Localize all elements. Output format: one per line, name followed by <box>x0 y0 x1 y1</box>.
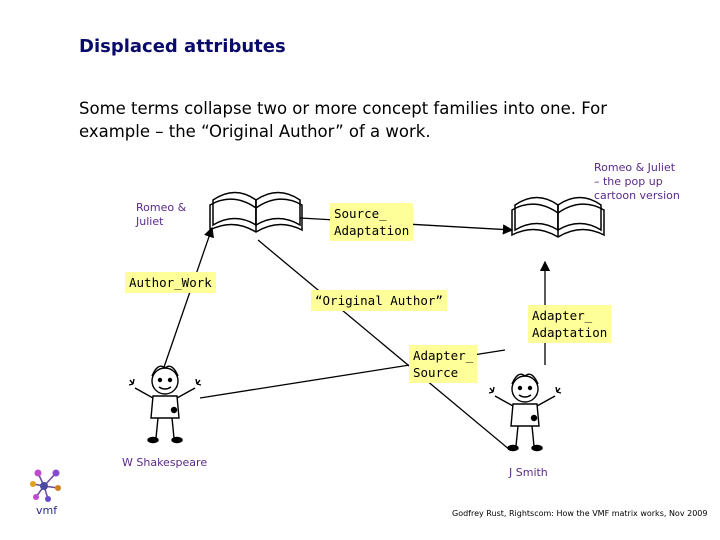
book-icon-left <box>209 191 303 233</box>
line-shakespeare-to-book-left <box>162 226 214 371</box>
slide-title: Displaced attributes <box>79 36 286 57</box>
label-romeo-juliet-cartoon: Romeo & Juliet – the pop up cartoon vers… <box>594 161 680 202</box>
box-adapter-source: Adapter_ Source <box>409 345 478 383</box>
intro-text: Some terms collapse two or more concept … <box>79 99 607 141</box>
footer-credit: Godfrey Rust, Rightscom: How the VMF mat… <box>452 509 708 518</box>
box-adapter-adaptation: Adapter_ Adaptation <box>528 305 612 343</box>
line-book-left-to-jsmith <box>257 239 511 451</box>
label-jsmith: J Smith <box>509 466 548 479</box>
person-icon-shakespeare <box>128 365 202 444</box>
label-romeo-juliet: Romeo & Juliet <box>136 201 187 228</box>
box-original-author: “Original Author” <box>311 290 447 311</box>
box-author-work: Author_Work <box>125 272 216 293</box>
label-shakespeare: W Shakespeare <box>122 456 208 469</box>
person-icon-jsmith <box>488 373 562 452</box>
vmf-logo <box>30 469 61 502</box>
box-source-adaptation: Source_ Adaptation <box>330 203 414 241</box>
book-icon-right <box>511 196 605 238</box>
connector-lines <box>162 217 551 451</box>
vmf-logo-text: vmf <box>36 504 58 517</box>
